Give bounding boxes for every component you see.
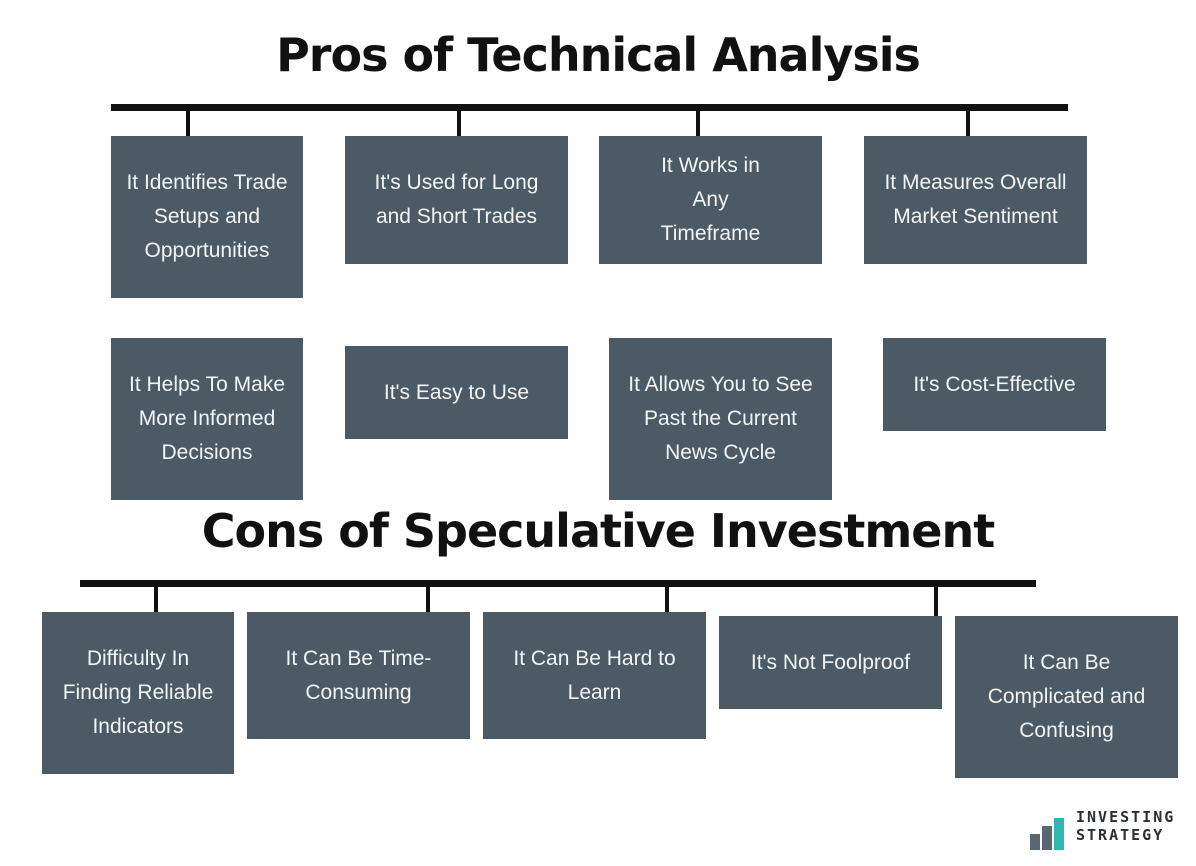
- pros-connector-tick: [186, 110, 190, 136]
- logo-bar-icon: [1042, 826, 1052, 850]
- pros-connector-tick: [696, 110, 700, 136]
- logo-line-1: INVESTING: [1076, 808, 1176, 826]
- cons-connector-tick: [934, 586, 938, 616]
- pro-box-label: It's Cost-Effective: [913, 372, 1076, 396]
- con-box-hard-to-learn: It Can Be Hard to Learn: [483, 612, 706, 739]
- pro-box-long-short: It's Used for Long and Short Trades: [345, 136, 568, 264]
- logo-bar-icon: [1030, 834, 1040, 850]
- pro-box-trade-setups: It Identifies Trade Setups and Opportuni…: [111, 136, 303, 298]
- con-box-label: Difficulty In Finding Reliable Indicator…: [62, 647, 214, 738]
- con-box-reliable-indicators: Difficulty In Finding Reliable Indicator…: [42, 612, 234, 774]
- pro-box-informed-decisions: It Helps To Make More Informed Decisions: [111, 338, 303, 500]
- con-box-label: It Can Be Hard to Learn: [513, 646, 676, 704]
- cons-title: Cons of Speculative Investment: [201, 504, 995, 558]
- pro-box-any-timeframe: It Works in Any Timeframe: [599, 136, 822, 264]
- pro-box-label: It Measures Overall Market Sentiment: [884, 171, 1067, 228]
- cons-connector-tick: [665, 586, 669, 612]
- logo-line-2: STRATEGY: [1076, 826, 1165, 844]
- pro-box-label: It Allows You to See Past the Current Ne…: [628, 373, 813, 464]
- con-box-label: It Can Be Time-Consuming: [285, 646, 432, 704]
- pro-box-label: It Helps To Make More Informed Decisions: [128, 373, 285, 464]
- cons-connector-tick: [154, 586, 158, 612]
- con-box-time-consuming: It Can Be Time-Consuming: [247, 612, 470, 739]
- logo-bar-icon: [1054, 818, 1064, 850]
- pro-box-label: It's Easy to Use: [383, 380, 530, 404]
- cons-connector-line: [80, 580, 1036, 587]
- con-box-complicated: It Can Be Complicated and Confusing: [955, 616, 1178, 778]
- pros-connector-tick: [457, 110, 461, 136]
- investing-strategy-logo: INVESTING STRATEGY: [1030, 808, 1180, 850]
- con-box-not-foolproof: It's Not Foolproof: [719, 616, 942, 709]
- cons-connector-tick: [426, 586, 430, 612]
- pro-box-label: It Works in Any Timeframe: [660, 154, 761, 245]
- pros-title: Pros of Technical Analysis: [276, 28, 921, 82]
- pros-connector-tick: [966, 110, 970, 136]
- pro-box-label: It Identifies Trade Setups and Opportuni…: [126, 171, 288, 262]
- pro-box-market-sentiment: It Measures Overall Market Sentiment: [864, 136, 1087, 264]
- con-box-label: It Can Be Complicated and Confusing: [987, 651, 1146, 742]
- pro-box-easy-to-use: It's Easy to Use: [345, 346, 568, 439]
- pros-connector-line: [111, 104, 1068, 111]
- pro-box-cost-effective: It's Cost-Effective: [883, 338, 1106, 431]
- con-box-label: It's Not Foolproof: [750, 650, 911, 674]
- pro-box-news-cycle: It Allows You to See Past the Current Ne…: [609, 338, 832, 500]
- pro-box-label: It's Used for Long and Short Trades: [374, 171, 539, 228]
- logo-wordmark: INVESTING STRATEGY: [1076, 808, 1175, 844]
